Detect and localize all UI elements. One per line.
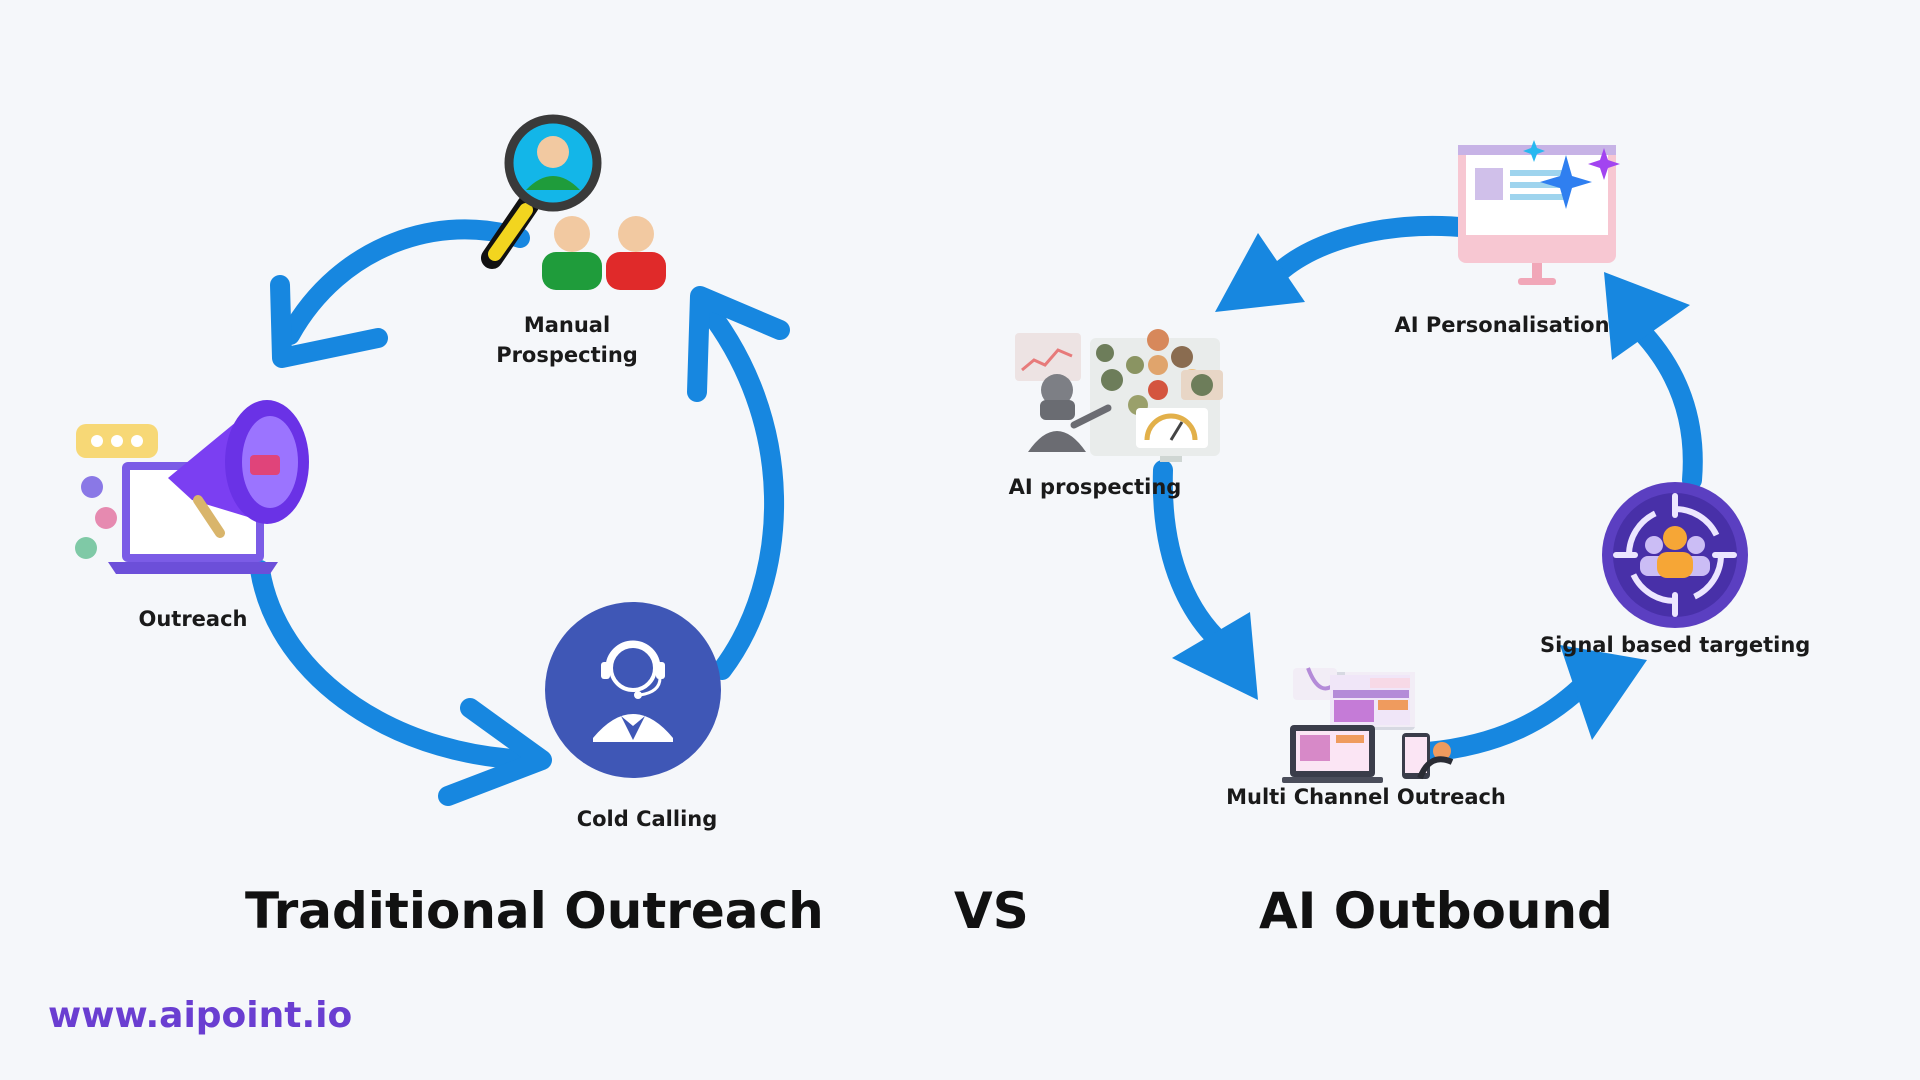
traditional-title: Traditional Outreach (245, 882, 824, 940)
website-link[interactable]: www.aipoint.io (48, 995, 353, 1036)
robot-dashboard-icon (1015, 329, 1223, 462)
node-label-ai-prospecting: AI prospecting (1008, 475, 1182, 499)
arrowhead-cold-calling-to-manual (687, 286, 790, 402)
manual-prospecting-line2: Prospecting (496, 343, 638, 368)
traditional-cycle-arrows (250, 219, 790, 806)
arrowhead-multi-channel-to-signal (1560, 645, 1647, 740)
manual-prospecting-line1: Manual (523, 313, 611, 337)
arrow-multi-channel-to-signal (1418, 678, 1590, 762)
ai-cycle-arrows (1152, 215, 1703, 762)
arrow-cold-calling-to-manual (690, 290, 785, 680)
arrow-personalisation-to-prospecting (1260, 215, 1480, 292)
arrowhead-manual-to-outreach (270, 275, 388, 368)
devices-icon (1282, 667, 1454, 783)
magnifier-people-icon (481, 114, 666, 290)
target-audience-icon (1602, 482, 1748, 628)
headset-agent-icon (545, 602, 721, 778)
monitor-sparkle-icon (1458, 140, 1620, 285)
arrowhead-signal-to-personalisation (1604, 272, 1690, 360)
arrowhead-prospecting-to-multi-channel (1172, 612, 1258, 700)
node-label-manual-prospecting: Manual Prospecting (460, 310, 674, 371)
arrow-outreach-to-cold-calling (250, 560, 550, 770)
laptop-megaphone-icon (75, 400, 309, 574)
versus-label: VS (954, 882, 1029, 940)
node-label-outreach: Outreach (138, 607, 248, 631)
arrow-manual-to-outreach (280, 219, 530, 345)
arrow-signal-to-personalisation (1630, 320, 1703, 490)
node-label-multi-channel: Multi Channel Outreach (1226, 785, 1506, 809)
ai-title: AI Outbound (1259, 882, 1613, 940)
node-label-signal-targeting: Signal based targeting (1540, 633, 1811, 657)
arrowhead-personalisation-to-prospecting (1215, 233, 1305, 312)
node-label-ai-personalisation: AI Personalisation (1394, 313, 1610, 337)
node-label-cold-calling: Cold Calling (576, 807, 718, 831)
arrowhead-outreach-to-cold-calling (438, 698, 552, 806)
